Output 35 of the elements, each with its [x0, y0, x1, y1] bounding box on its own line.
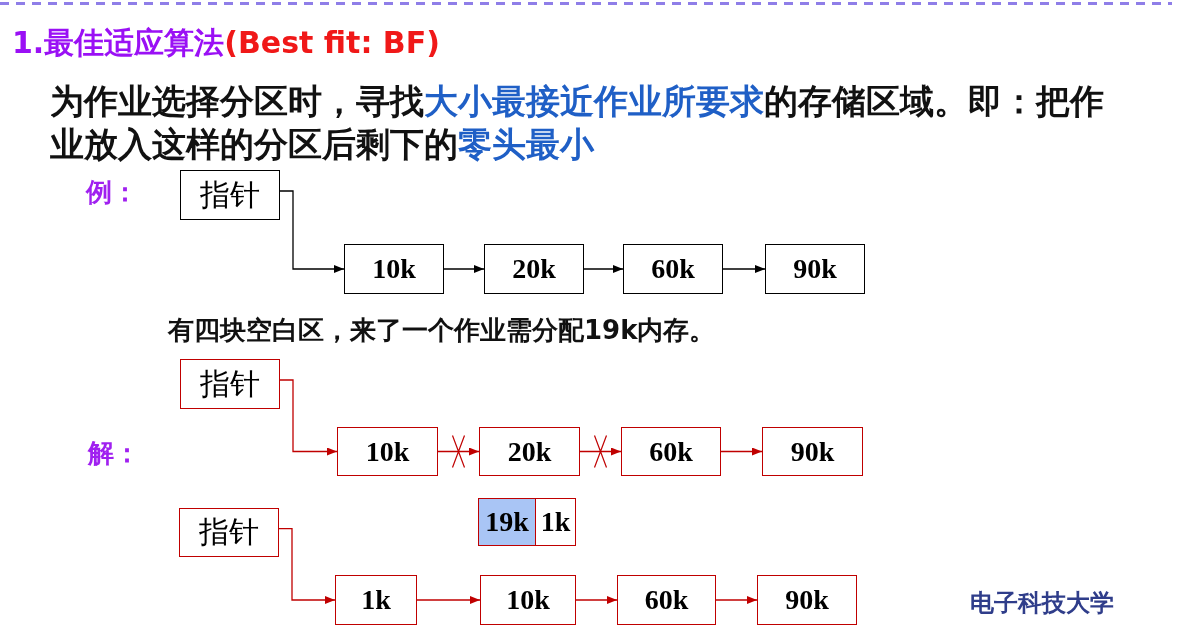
pointer-box: 指针 [180, 170, 280, 220]
memory-block-box: 90k [765, 244, 865, 294]
arrow [583, 265, 624, 273]
note-text: 有四块空白区，来了一个作业需分配19k内存。 [168, 314, 716, 346]
arrow [715, 596, 758, 604]
description-text: 为作业选择分区时，寻找大小最接近作业所要求的存储区域。即：把作业放入这样的分区后剩下的零头最小 [50, 81, 1105, 166]
arrow [443, 265, 485, 273]
memory-block-box: 90k [762, 427, 863, 476]
arrow [575, 596, 618, 604]
memory-block-box: 20k [479, 427, 580, 476]
arrow [416, 596, 481, 604]
section-label: 例： [86, 177, 138, 207]
memory-block-box: 60k [617, 575, 716, 625]
pointer-box: 指针 [180, 359, 280, 409]
memory-block-box: 10k [337, 427, 438, 476]
arrow [720, 447, 763, 456]
arrow [722, 265, 766, 273]
memory-block-box: 1k [335, 575, 417, 625]
memory-block-box: 19k [478, 498, 536, 546]
arrow [279, 190, 345, 273]
crossed-out-arrow [579, 435, 622, 468]
section-label: 解： [88, 438, 140, 468]
memory-block-box: 60k [621, 427, 721, 476]
crossed-out-arrow [437, 435, 480, 468]
memory-block-box: 60k [623, 244, 723, 294]
arrow [278, 527, 336, 604]
memory-block-box: 90k [757, 575, 857, 625]
memory-block-box: 20k [484, 244, 584, 294]
arrow [279, 379, 338, 456]
pointer-box: 指针 [179, 508, 279, 557]
footer-text: 电子科技大学 [970, 589, 1114, 617]
memory-block-box: 1k [535, 498, 576, 546]
memory-block-box: 10k [344, 244, 444, 294]
slide-title: 1.最佳适应算法(Best fit: BF) [12, 25, 440, 61]
memory-block-box: 10k [480, 575, 576, 625]
